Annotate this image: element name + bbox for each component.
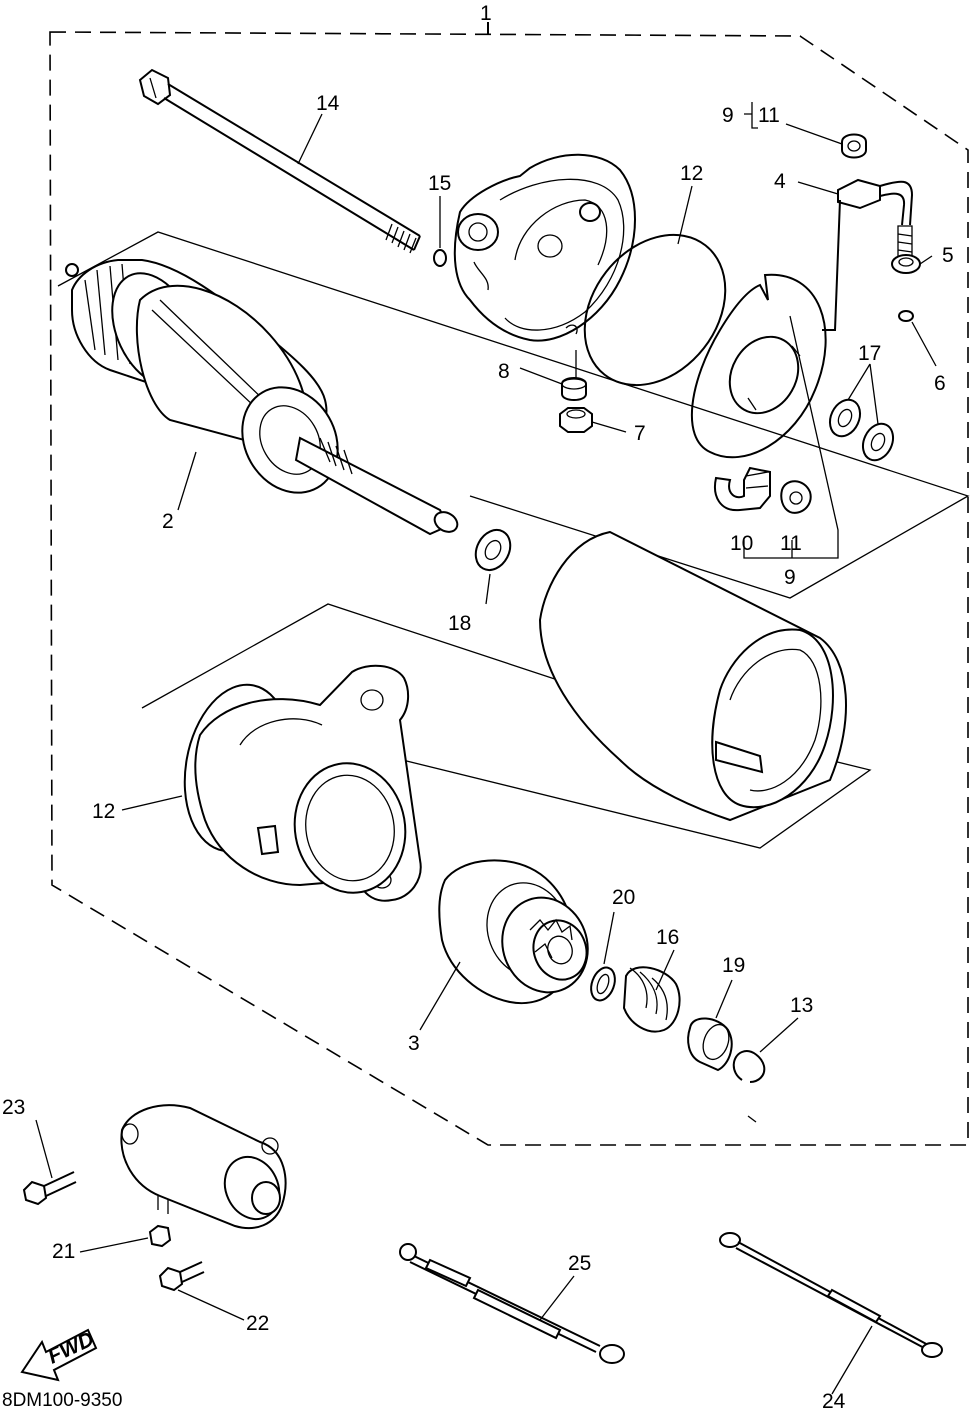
front-cover [194,664,422,902]
yoke [538,530,847,822]
starter-motor-assembly [120,1104,287,1230]
callout-13: 13 [790,994,813,1017]
callout-17: 17 [858,342,881,365]
brush-10 [714,466,771,512]
washer-18 [474,528,512,572]
callout-3: 3 [408,1032,420,1055]
callout-25: 25 [568,1252,591,1275]
rear-cover [453,153,636,342]
fwd-label: FWD [44,1327,97,1368]
washers-17 [828,398,895,462]
o-ring-small [433,249,447,267]
callout-labels: 1 14 15 12 9 11 4 5 6 17 8 7 2 10 11 9 1… [2,2,954,1412]
callout-16: 16 [656,926,679,949]
ring-20 [590,966,616,1002]
callout-20: 20 [612,886,635,909]
callout-5: 5 [942,244,954,267]
terminal-lead [822,178,914,331]
fwd-arrow-icon: FWD [20,1327,97,1382]
circlip-13 [732,1050,766,1083]
callout-1: 1 [480,2,492,25]
nut-11-top [841,133,867,159]
bolt-23 [22,1171,77,1206]
callout-7: 7 [634,422,646,445]
armature [65,259,459,536]
cable-25 [399,1243,625,1364]
collar-19 [687,1017,733,1072]
callout-15: 15 [428,172,451,195]
nut-8 [561,377,587,401]
pinion-clutch [438,859,589,1005]
callout-12-left: 12 [92,800,115,823]
washer-5 [891,254,921,274]
through-bolt [138,68,421,254]
spring-11 [780,480,812,514]
o-ring-large-rear [583,233,727,387]
cable-24 [719,1232,943,1358]
callout-2: 2 [162,510,174,533]
callout-11-bottom: 11 [780,532,802,555]
callout-4: 4 [774,170,786,193]
callout-8: 8 [498,360,510,383]
callout-24: 24 [822,1390,846,1412]
spring-16 [622,966,681,1033]
o-ring-6 [898,310,914,322]
armature-panel [57,231,970,599]
callout-9-bottom: 9 [784,566,796,589]
assembly-boundary [49,31,969,1146]
bolt-22 [158,1261,205,1292]
callout-14: 14 [316,92,340,115]
callout-9-top: 9 [722,104,734,127]
brush-plate [690,273,827,459]
callout-11-top: 11 [758,104,780,127]
callout-21: 21 [52,1240,75,1263]
nut-7 [559,407,593,433]
diagram-code: 8DM100-9350 [2,1390,122,1411]
nut-21 [148,1224,172,1248]
callout-18: 18 [448,612,471,635]
callout-19: 19 [722,954,745,977]
callout-6: 6 [934,372,946,395]
callout-10: 10 [730,532,753,555]
callout-23: 23 [2,1096,25,1119]
callout-22: 22 [246,1312,269,1335]
callout-12-top: 12 [680,162,703,185]
leader-lines [35,102,937,1395]
